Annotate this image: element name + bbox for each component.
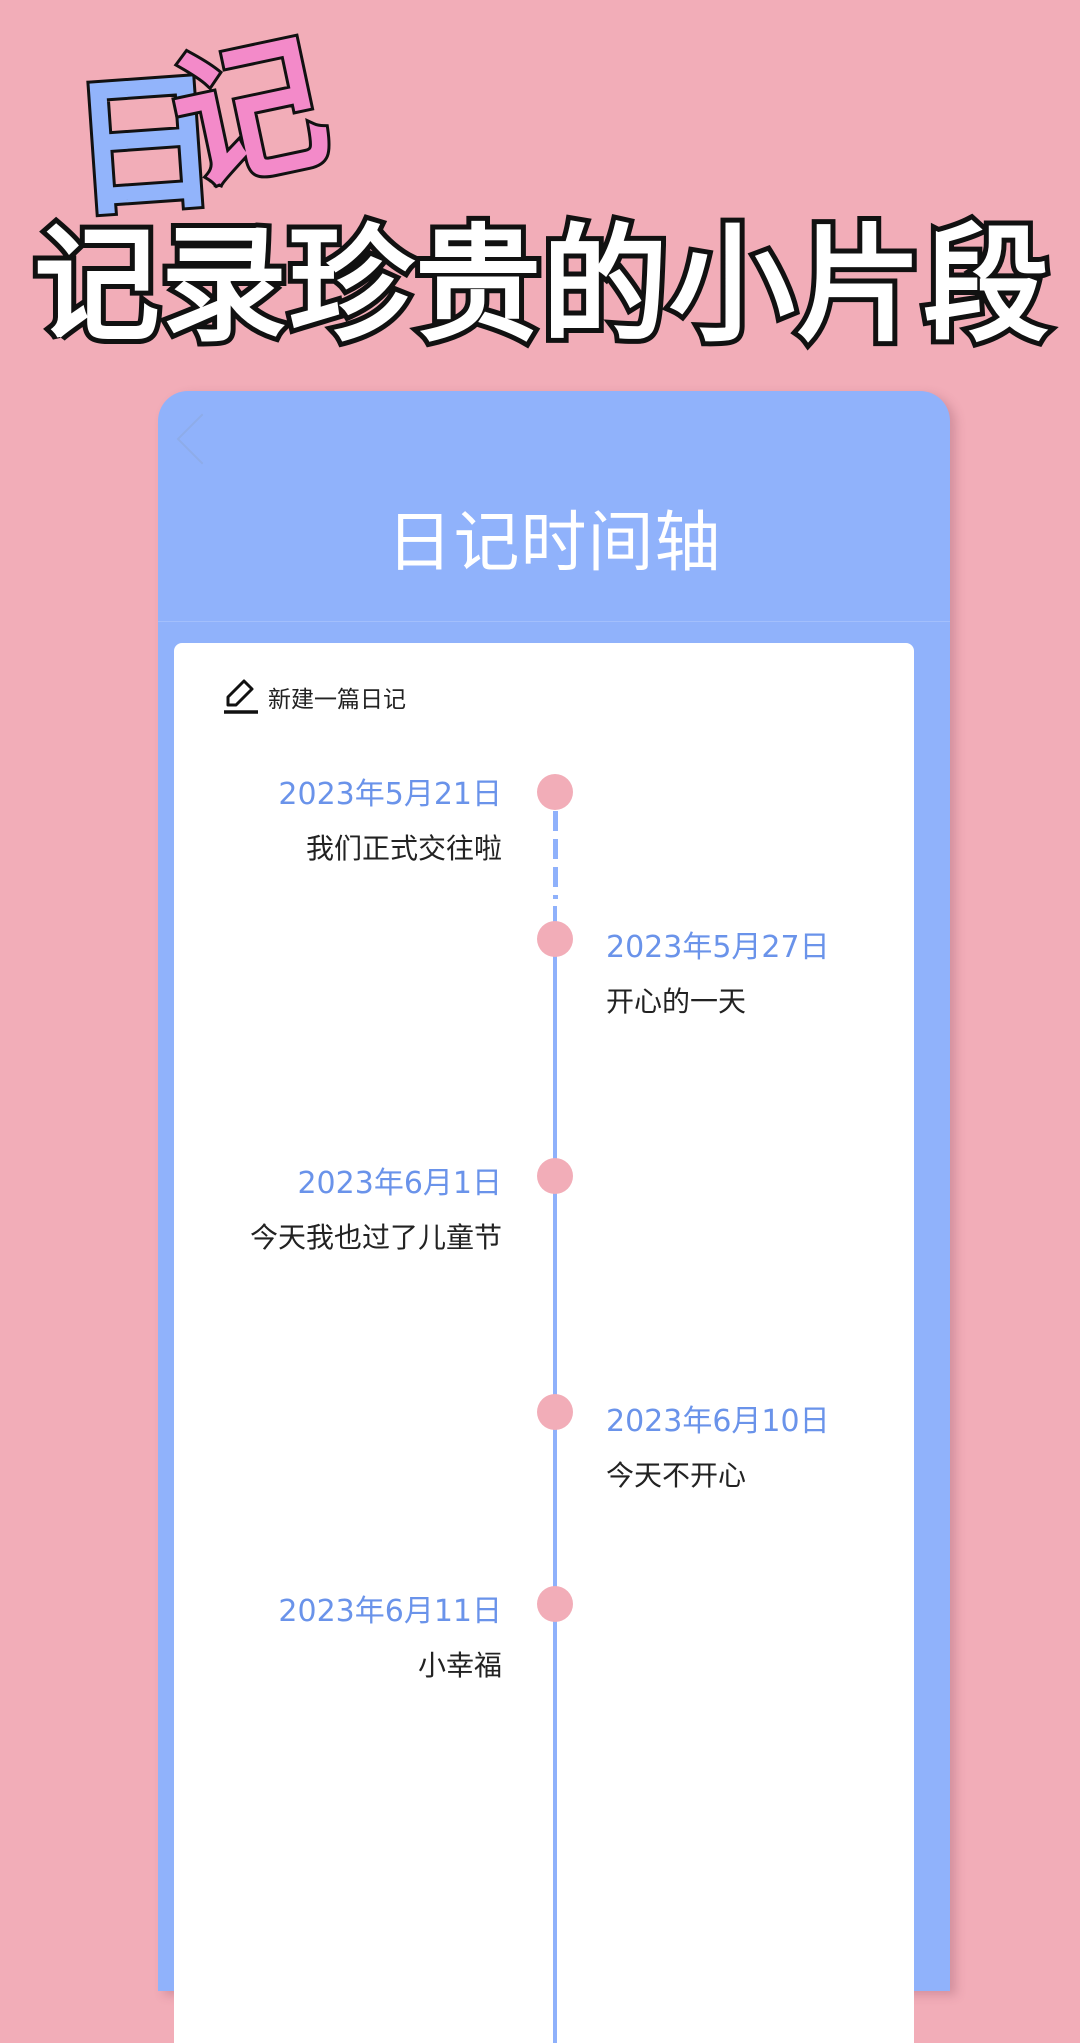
logo-char-ji: 记 <box>156 11 345 218</box>
timeline-entry[interactable]: 2023年6月10日 今天不开心 <box>606 1402 830 1496</box>
timeline-dot <box>537 1586 573 1622</box>
timeline-dot <box>537 921 573 957</box>
phone-screen: 日记时间轴 新建一篇日记 2023年5月21日 我们正式交往啦 2023年5月2… <box>158 391 950 2043</box>
timeline-entry[interactable]: 2023年5月21日 我们正式交往啦 <box>278 775 502 869</box>
entry-text: 今天我也过了儿童节 <box>249 1221 502 1254</box>
page-title: 日记时间轴 <box>386 504 722 581</box>
timeline-dot <box>537 1394 573 1430</box>
new-diary-label: 新建一篇日记 <box>268 687 406 713</box>
timeline-entry[interactable]: 2023年6月1日 今天我也过了儿童节 <box>250 1164 502 1258</box>
new-diary-button[interactable]: 新建一篇日记 <box>222 673 406 715</box>
timeline-card: 新建一篇日记 2023年5月21日 我们正式交往啦 2023年5月27日 开心的… <box>174 643 914 2043</box>
entry-date: 2023年5月27日 <box>606 930 830 965</box>
timeline-axis <box>553 906 557 2043</box>
entry-date: 2023年6月11日 <box>278 1594 502 1629</box>
entry-date: 2023年6月10日 <box>606 1404 830 1439</box>
timeline-axis-dashed <box>553 783 558 899</box>
timeline-entry[interactable]: 2023年5月27日 开心的一天 <box>606 928 830 1022</box>
timeline-entry[interactable]: 2023年6月11日 小幸福 <box>278 1592 502 1686</box>
entry-text: 小幸福 <box>417 1649 502 1682</box>
entry-text: 今天不开心 <box>606 1459 747 1492</box>
pencil-icon <box>222 675 260 715</box>
chevron-left-icon[interactable] <box>176 413 228 465</box>
promo-headline: 记录珍贵的小片段 <box>29 207 1054 364</box>
header-divider <box>158 621 950 622</box>
timeline-dot <box>537 1158 573 1194</box>
entry-text: 开心的一天 <box>606 985 747 1018</box>
entry-text: 我们正式交往啦 <box>305 832 502 865</box>
entry-date: 2023年5月21日 <box>278 777 502 812</box>
entry-date: 2023年6月1日 <box>297 1166 502 1201</box>
promo-logo: 日 记 <box>30 11 344 242</box>
timeline-dot <box>537 774 573 810</box>
